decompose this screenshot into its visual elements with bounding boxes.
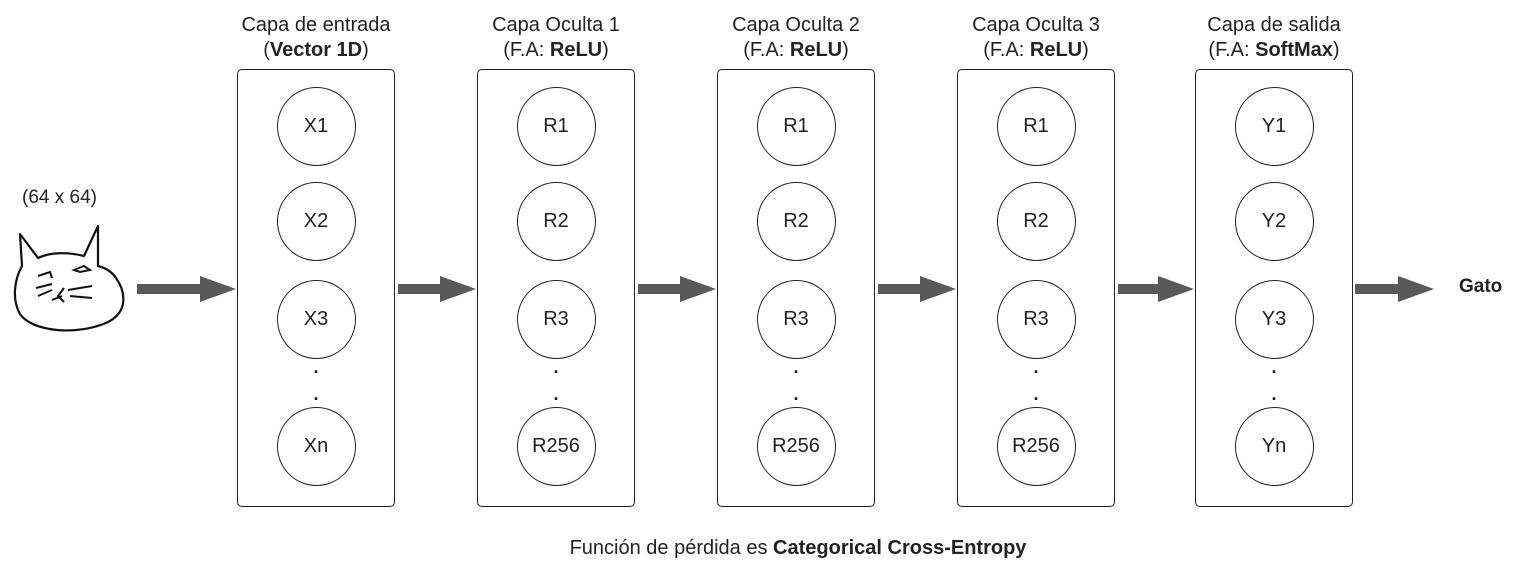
layer-detail: (F.A: SoftMax) <box>1154 38 1394 63</box>
ellipsis-dot: . <box>1033 357 1039 377</box>
flow-arrow <box>638 276 716 302</box>
layer-name: Capa Oculta 3 <box>972 14 1100 36</box>
flow-arrow <box>137 276 236 302</box>
neuron-node: R256 <box>756 407 836 486</box>
neuron-node: R3 <box>516 280 596 359</box>
layer-detail-part: ) <box>1082 39 1089 61</box>
layer-detail-part: ) <box>602 39 609 61</box>
layer-detail-part: ( <box>983 39 990 61</box>
ellipsis-dot: . <box>553 357 559 377</box>
cat-sketch-icon <box>13 224 125 332</box>
ellipsis-dot: . <box>553 384 559 404</box>
layer-detail-part: F.A: <box>749 39 790 61</box>
flow-arrow <box>878 276 956 302</box>
layer-name: Capa de salida <box>1207 14 1341 36</box>
layer-box <box>717 69 875 507</box>
flow-arrow <box>1355 276 1434 302</box>
ellipsis-dot: . <box>1271 357 1277 377</box>
layer-detail-part: ( <box>743 39 750 61</box>
caption-loss-name: Categorical Cross-Entropy <box>773 537 1027 559</box>
layer-detail: (F.A: ReLU) <box>916 38 1156 63</box>
ellipsis-dot: . <box>313 384 319 404</box>
layer-detail-part: ) <box>1332 39 1340 61</box>
neuron-node: X2 <box>276 182 356 261</box>
layer-detail-part: ReLU <box>1029 39 1083 61</box>
neuron-node: R2 <box>756 182 836 261</box>
neuron-node: R3 <box>996 280 1076 359</box>
layer-detail-part: ( <box>1208 39 1216 61</box>
neuron-node: X3 <box>276 280 356 359</box>
layer-detail-part: SoftMax <box>1255 39 1333 61</box>
layer-box <box>237 69 395 507</box>
layer-title: Capa de entrada(Vector 1D) <box>196 13 436 63</box>
layer-detail-part: F.A: <box>1215 39 1256 61</box>
layer-detail-part: ) <box>362 39 369 61</box>
layer-detail-part: ReLU <box>549 39 603 61</box>
layer-name: Capa Oculta 1 <box>492 14 620 36</box>
neuron-node: R2 <box>996 182 1076 261</box>
neuron-node: Y3 <box>1234 280 1314 359</box>
caption-prefix: Función de pérdida es <box>569 537 774 559</box>
neuron-node: R1 <box>996 87 1076 166</box>
layer-name: Capa Oculta 2 <box>732 14 860 36</box>
ellipsis-dot: . <box>1271 384 1277 404</box>
neuron-node: X1 <box>276 87 356 166</box>
ellipsis-dot: . <box>1033 384 1039 404</box>
neuron-node: R2 <box>516 182 596 261</box>
neuron-node: R1 <box>516 87 596 166</box>
layer-detail-part: F.A: <box>989 39 1030 61</box>
ellipsis-dot: . <box>313 357 319 377</box>
layer-detail-part: Vector 1D <box>269 39 363 61</box>
layer-title: Capa Oculta 2(F.A: ReLU) <box>676 13 916 63</box>
layer-box <box>1195 69 1353 507</box>
layer-box <box>957 69 1115 507</box>
neuron-node: R256 <box>996 407 1076 486</box>
layer-detail: (F.A: ReLU) <box>436 38 676 63</box>
ellipsis-dot: . <box>793 357 799 377</box>
layer-box <box>477 69 635 507</box>
neuron-node: Yn <box>1234 407 1314 486</box>
layer-detail-part: F.A: <box>509 39 550 61</box>
layer-detail-part: ReLU <box>789 39 843 61</box>
neuron-node: Xn <box>276 407 356 486</box>
layer-detail-part: ( <box>263 39 270 61</box>
neuron-node: Y2 <box>1234 182 1314 261</box>
flow-arrow <box>1118 276 1194 302</box>
loss-function-caption: Función de pérdida es Categorical Cross-… <box>0 537 1519 560</box>
flow-arrow <box>398 276 476 302</box>
layer-title: Capa Oculta 3(F.A: ReLU) <box>916 13 1156 63</box>
neuron-node: R256 <box>516 407 596 486</box>
input-size-label: (64 x 64) <box>22 187 97 208</box>
neuron-node: R3 <box>756 280 836 359</box>
layer-detail-part: ) <box>842 39 849 61</box>
neuron-node: Y1 <box>1234 87 1314 166</box>
layer-title: Capa Oculta 1(F.A: ReLU) <box>436 13 676 63</box>
ellipsis-dot: . <box>793 384 799 404</box>
layer-name: Capa de entrada <box>241 14 391 36</box>
output-label: Gato <box>1459 276 1503 297</box>
layer-detail-part: ( <box>503 39 510 61</box>
layer-detail: (F.A: ReLU) <box>676 38 916 63</box>
layer-title: Capa de salida(F.A: SoftMax) <box>1154 13 1394 63</box>
layer-detail: (Vector 1D) <box>196 38 436 63</box>
neuron-node: R1 <box>756 87 836 166</box>
